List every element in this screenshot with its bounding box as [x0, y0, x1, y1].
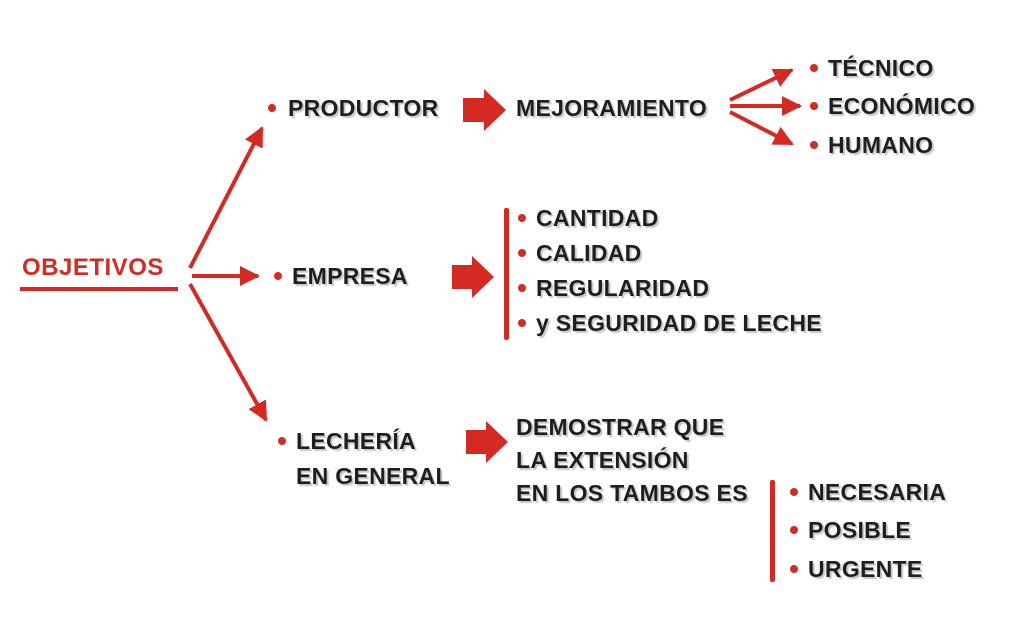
node-productor: PRODUCTOR: [288, 95, 439, 121]
item-seguridad: y SEGURIDAD DE LECHE: [536, 310, 822, 336]
bullet-cantidad: [518, 214, 526, 222]
statement-line1: DEMOSTRAR QUE: [516, 414, 725, 440]
item-calidad: CALIDAD: [536, 240, 642, 266]
bullet-calidad: [518, 249, 526, 257]
item-necesaria: NECESARIA: [808, 479, 947, 505]
bullet-productor: [268, 104, 276, 112]
bracket-lecheria: [770, 480, 775, 582]
block-arrow-lecheria: [466, 421, 508, 463]
root-label: OBJETIVOS: [22, 254, 164, 281]
statement-line3: EN LOS TAMBOS ES: [516, 480, 748, 506]
item-regularidad: REGULARIDAD: [536, 275, 710, 301]
bullet-seguridad: [518, 319, 526, 327]
bullet-lecheria: [278, 437, 286, 445]
bullet-necesaria: [790, 488, 798, 496]
block-arrow-productor: [463, 89, 506, 131]
bullet-posible: [790, 526, 798, 534]
item-tecnico: TÉCNICO: [828, 55, 934, 81]
arrow-to-humano: [729, 110, 794, 146]
item-urgente: URGENTE: [808, 556, 923, 582]
block-arrow-empresa: [452, 256, 494, 298]
bullet-tecnico: [810, 64, 818, 72]
item-posible: POSIBLE: [808, 517, 912, 543]
bullet-humano: [810, 141, 818, 149]
bracket-empresa: [504, 208, 509, 340]
statement-line2: LA EXTENSIÓN: [516, 447, 689, 473]
node-mejoramiento: MEJORAMIENTO: [516, 95, 708, 121]
bullet-regularidad: [518, 284, 526, 292]
arrow-root-to-productor: [188, 126, 264, 269]
item-economico: ECONÓMICO: [828, 93, 976, 119]
node-empresa: EMPRESA: [292, 263, 408, 289]
bullet-empresa: [274, 272, 282, 280]
root-underline: [20, 287, 178, 291]
item-humano: HUMANO: [828, 132, 934, 158]
bullet-economico: [810, 102, 818, 110]
arrow-to-tecnico: [729, 68, 794, 102]
node-lecheria-line2: EN GENERAL: [296, 463, 450, 489]
item-cantidad: CANTIDAD: [536, 205, 659, 231]
node-lecheria-line1: LECHERÍA: [296, 428, 416, 454]
bullet-urgente: [790, 565, 798, 573]
arrow-root-to-lecheria: [188, 283, 268, 422]
